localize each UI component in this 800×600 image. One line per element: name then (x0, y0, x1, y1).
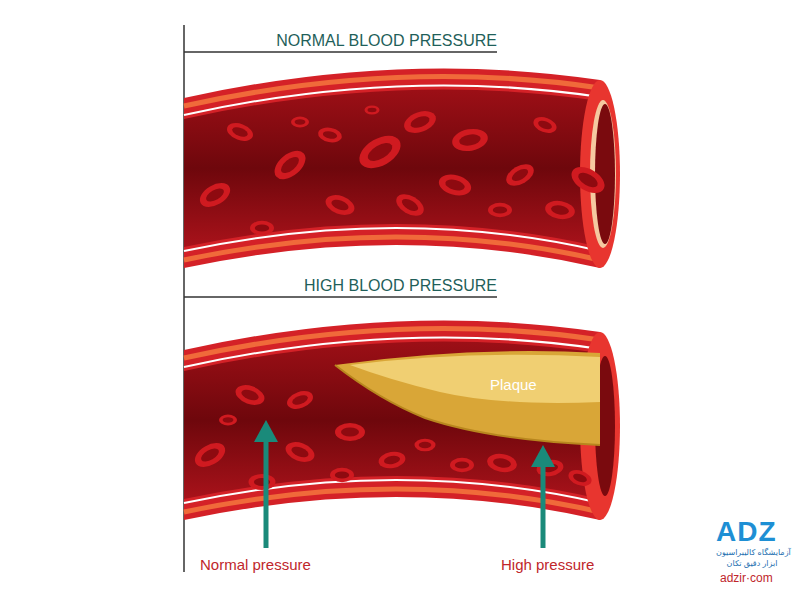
blood-cell (544, 199, 577, 222)
blood-cell (285, 388, 316, 412)
blood-cell (317, 126, 343, 144)
plaque-deposit: Plaque (330, 340, 605, 450)
blood-cells (191, 106, 609, 491)
blood-cell (191, 438, 229, 472)
blood-cell (249, 474, 276, 490)
blood-cell (225, 120, 256, 144)
blood-cell (488, 203, 512, 217)
blood-cell (503, 160, 538, 191)
blood-cell (330, 468, 354, 482)
blood-cell (323, 191, 357, 218)
logo-text: آزمایشگاه کالیبراسیون (716, 548, 788, 557)
heading-rule (184, 51, 497, 53)
heading-rule (184, 296, 497, 298)
blood-cell (415, 439, 436, 452)
blood-vessel (184, 320, 620, 520)
blood-cell (566, 467, 593, 489)
plaque-label: Plaque (490, 376, 537, 393)
blood-cell (450, 126, 489, 154)
logo-text: ابزار دقیق تکان (716, 559, 788, 568)
panel-heading: NORMAL BLOOD PRESSURE (184, 32, 497, 50)
pressure-label: Normal pressure (200, 556, 311, 573)
blood-cell (450, 458, 474, 472)
blood-cell (291, 117, 309, 128)
pressure-arrow (531, 445, 555, 548)
blood-cell (377, 450, 406, 471)
blood-cell (269, 145, 310, 185)
blood-cell (335, 423, 365, 441)
blood-cell (219, 415, 237, 426)
pressure-arrow (254, 420, 278, 548)
blood-cell (436, 171, 473, 199)
blood-cell (283, 438, 317, 465)
blood-cell (233, 381, 267, 408)
logo-mark: ADZ (716, 516, 777, 548)
watermark-url: adzir·com (720, 571, 773, 585)
panel-heading: HIGH BLOOD PRESSURE (184, 277, 497, 295)
plaque-shape (330, 340, 605, 450)
blood-cell (567, 162, 609, 199)
blood-vessel (184, 68, 620, 268)
blood-cell (486, 452, 519, 475)
blood-cell (250, 221, 274, 235)
blood-cell (531, 114, 558, 136)
blood-cell (401, 107, 439, 137)
blood-cell (393, 190, 428, 221)
blood-cell (365, 106, 380, 115)
blood-cell (196, 178, 234, 212)
pressure-label: High pressure (501, 556, 594, 573)
blood-cell (354, 129, 406, 175)
